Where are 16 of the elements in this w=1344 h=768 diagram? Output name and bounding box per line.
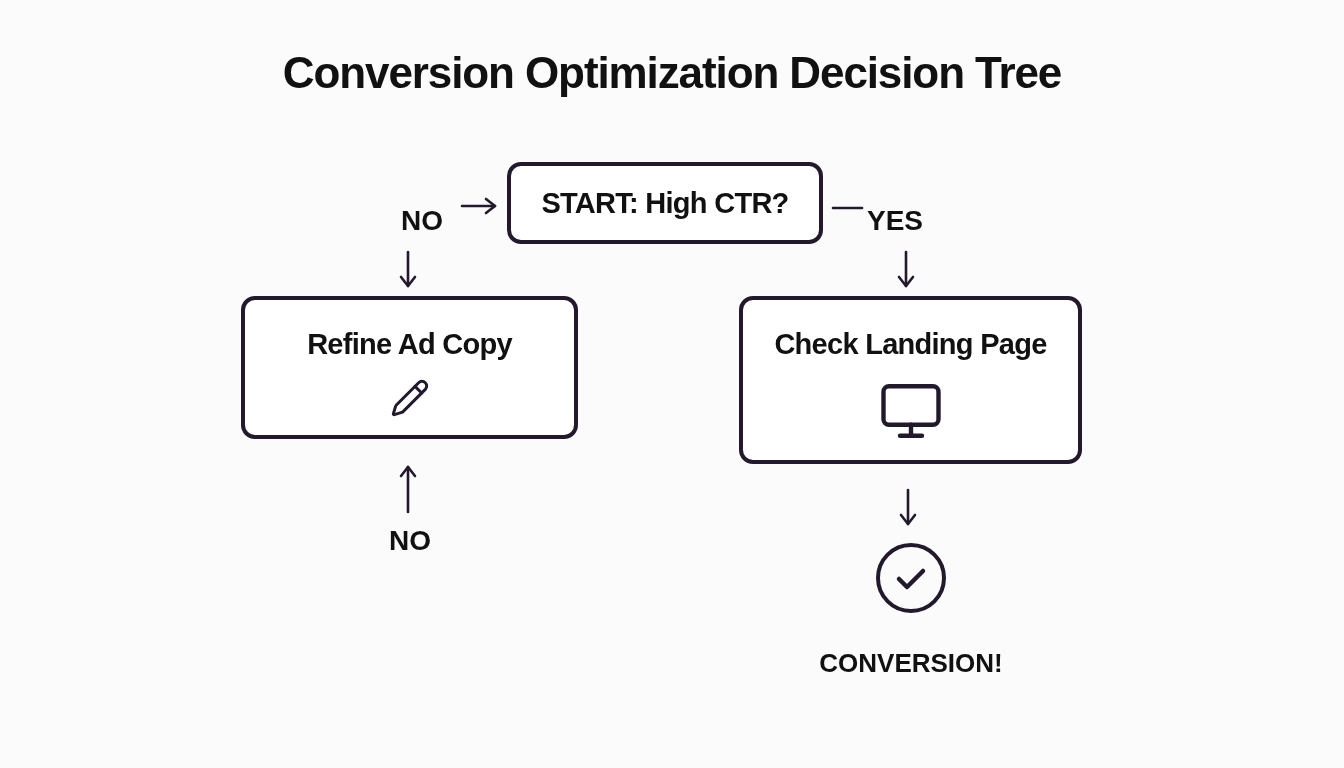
arrow: [897, 250, 915, 288]
arrow: [399, 465, 417, 514]
process-box: [507, 162, 823, 244]
branch-label: NO: [384, 522, 436, 560]
branch-label: NO: [396, 202, 448, 240]
arrow: [399, 250, 417, 288]
box-label: START: High CTR?: [541, 185, 789, 221]
arrow: [899, 488, 917, 526]
box-label: Check Landing Page: [774, 327, 1047, 362]
arrow: [460, 197, 497, 215]
branch-label: YES: [866, 202, 924, 240]
process-box: [739, 296, 1082, 464]
outcome-label: CONVERSION!: [819, 647, 1003, 680]
process-box: [241, 296, 578, 439]
box-label: Refine Ad Copy: [307, 327, 512, 362]
diagram-title: Conversion Optimization Decision Tree: [281, 47, 1063, 99]
